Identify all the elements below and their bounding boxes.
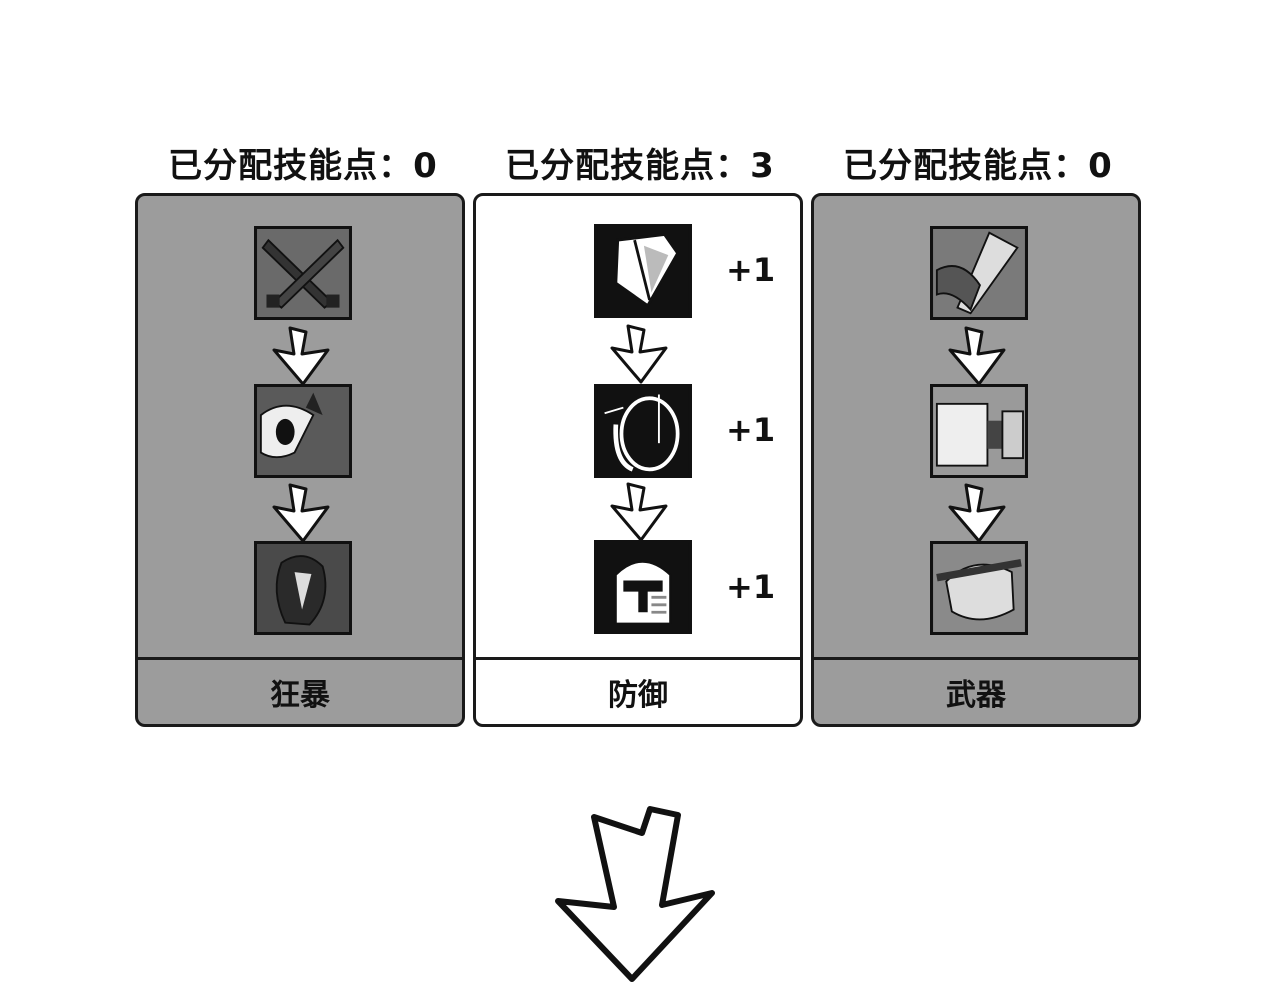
skill-tree-panel-defense[interactable]: +1 +1 +1 防御 [473, 193, 803, 727]
tree-name-weapon: 武器 [814, 657, 1138, 724]
pickaxe-icon[interactable] [930, 226, 1028, 320]
shield-icon[interactable] [594, 224, 692, 318]
tree-name-defense: 防御 [476, 657, 800, 724]
tree-points-header-weapon: 已分配技能点：0 [843, 146, 1113, 186]
hammer-head-icon[interactable] [930, 384, 1028, 478]
skill-bonus-label: +1 [726, 411, 776, 449]
tree-name-rage: 狂暴 [138, 657, 462, 724]
roaring-face-icon[interactable] [254, 384, 352, 478]
arrow-down-icon [272, 326, 330, 386]
arrow-down-icon [610, 324, 668, 384]
arrow-down-icon [948, 483, 1006, 543]
fanged-beast-icon[interactable] [254, 541, 352, 635]
knight-helmet-icon[interactable] [594, 540, 692, 634]
round-shield-arrows-icon[interactable] [594, 384, 692, 478]
big-arrow-down-icon [555, 806, 715, 982]
tree-points-header-rage: 已分配技能点：0 [168, 146, 438, 186]
arrow-down-icon [948, 326, 1006, 386]
tree-points-header-defense: 已分配技能点：3 [505, 146, 775, 186]
arrow-down-icon [272, 483, 330, 543]
skill-bonus-label: +1 [726, 568, 776, 606]
crossed-daggers-icon[interactable] [254, 226, 352, 320]
skill-tree-panel-weapon[interactable]: 武器 [811, 193, 1141, 727]
skill-bonus-label: +1 [726, 251, 776, 289]
skill-tree-panel-rage[interactable]: 狂暴 [135, 193, 465, 727]
arrow-down-icon [610, 482, 668, 542]
battle-axe-icon[interactable] [930, 541, 1028, 635]
